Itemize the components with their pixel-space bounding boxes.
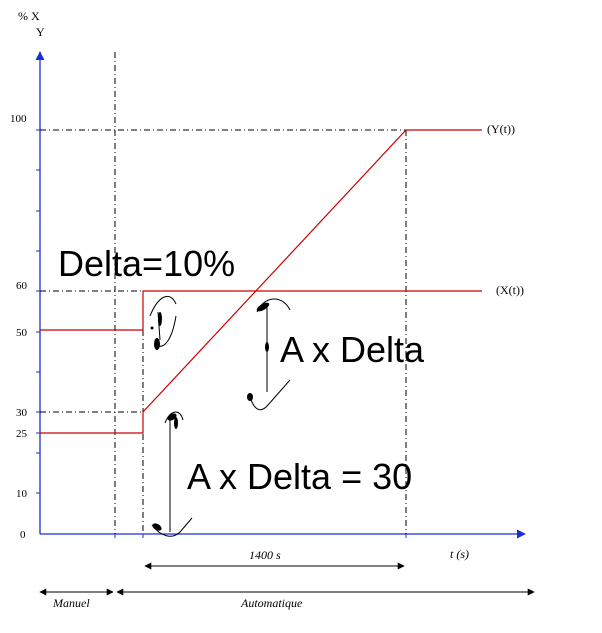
curve-x — [40, 290, 482, 331]
hand-arrow-delta — [149, 295, 177, 347]
y-tick-label-10: 10 — [16, 488, 28, 500]
y-axis-unit-label-2: Y — [36, 25, 45, 39]
y-tick-label-100: 100 — [10, 113, 27, 125]
manual-mode-label: Manuel — [52, 596, 90, 610]
curve-y-label: (Y(t)) — [487, 122, 515, 136]
hand-arrow-a-delta-30 — [151, 411, 193, 537]
y-tick-label-60: 60 — [16, 280, 28, 292]
x-axis-label: t (s) — [450, 547, 469, 561]
hand-arrow-a-delta-30-dots — [152, 413, 178, 531]
y-axis-unit-label: % X — [18, 9, 40, 23]
y-tick-label-0: 0 — [20, 529, 26, 541]
hand-arrow-a-delta-dots — [247, 302, 270, 401]
y-tick-label-25: 25 — [16, 428, 28, 440]
x-tick-marks — [114, 534, 407, 538]
a-delta-annotation: A x Delta — [280, 329, 425, 370]
duration-label: 1400 s — [249, 548, 281, 562]
a-delta-30-annotation: A x Delta = 30 — [187, 456, 412, 497]
curve-x-label: (X(t)) — [496, 283, 524, 297]
auto-mode-label: Automatique — [240, 596, 303, 610]
y-tick-label-30: 30 — [16, 407, 28, 419]
y-tick-label-50: 50 — [16, 327, 28, 339]
hand-arrow-delta-dots — [150, 312, 162, 350]
delta-annotation: Delta=10% — [58, 243, 235, 284]
curve-y — [40, 129, 482, 434]
y-tick-marks — [36, 129, 40, 494]
